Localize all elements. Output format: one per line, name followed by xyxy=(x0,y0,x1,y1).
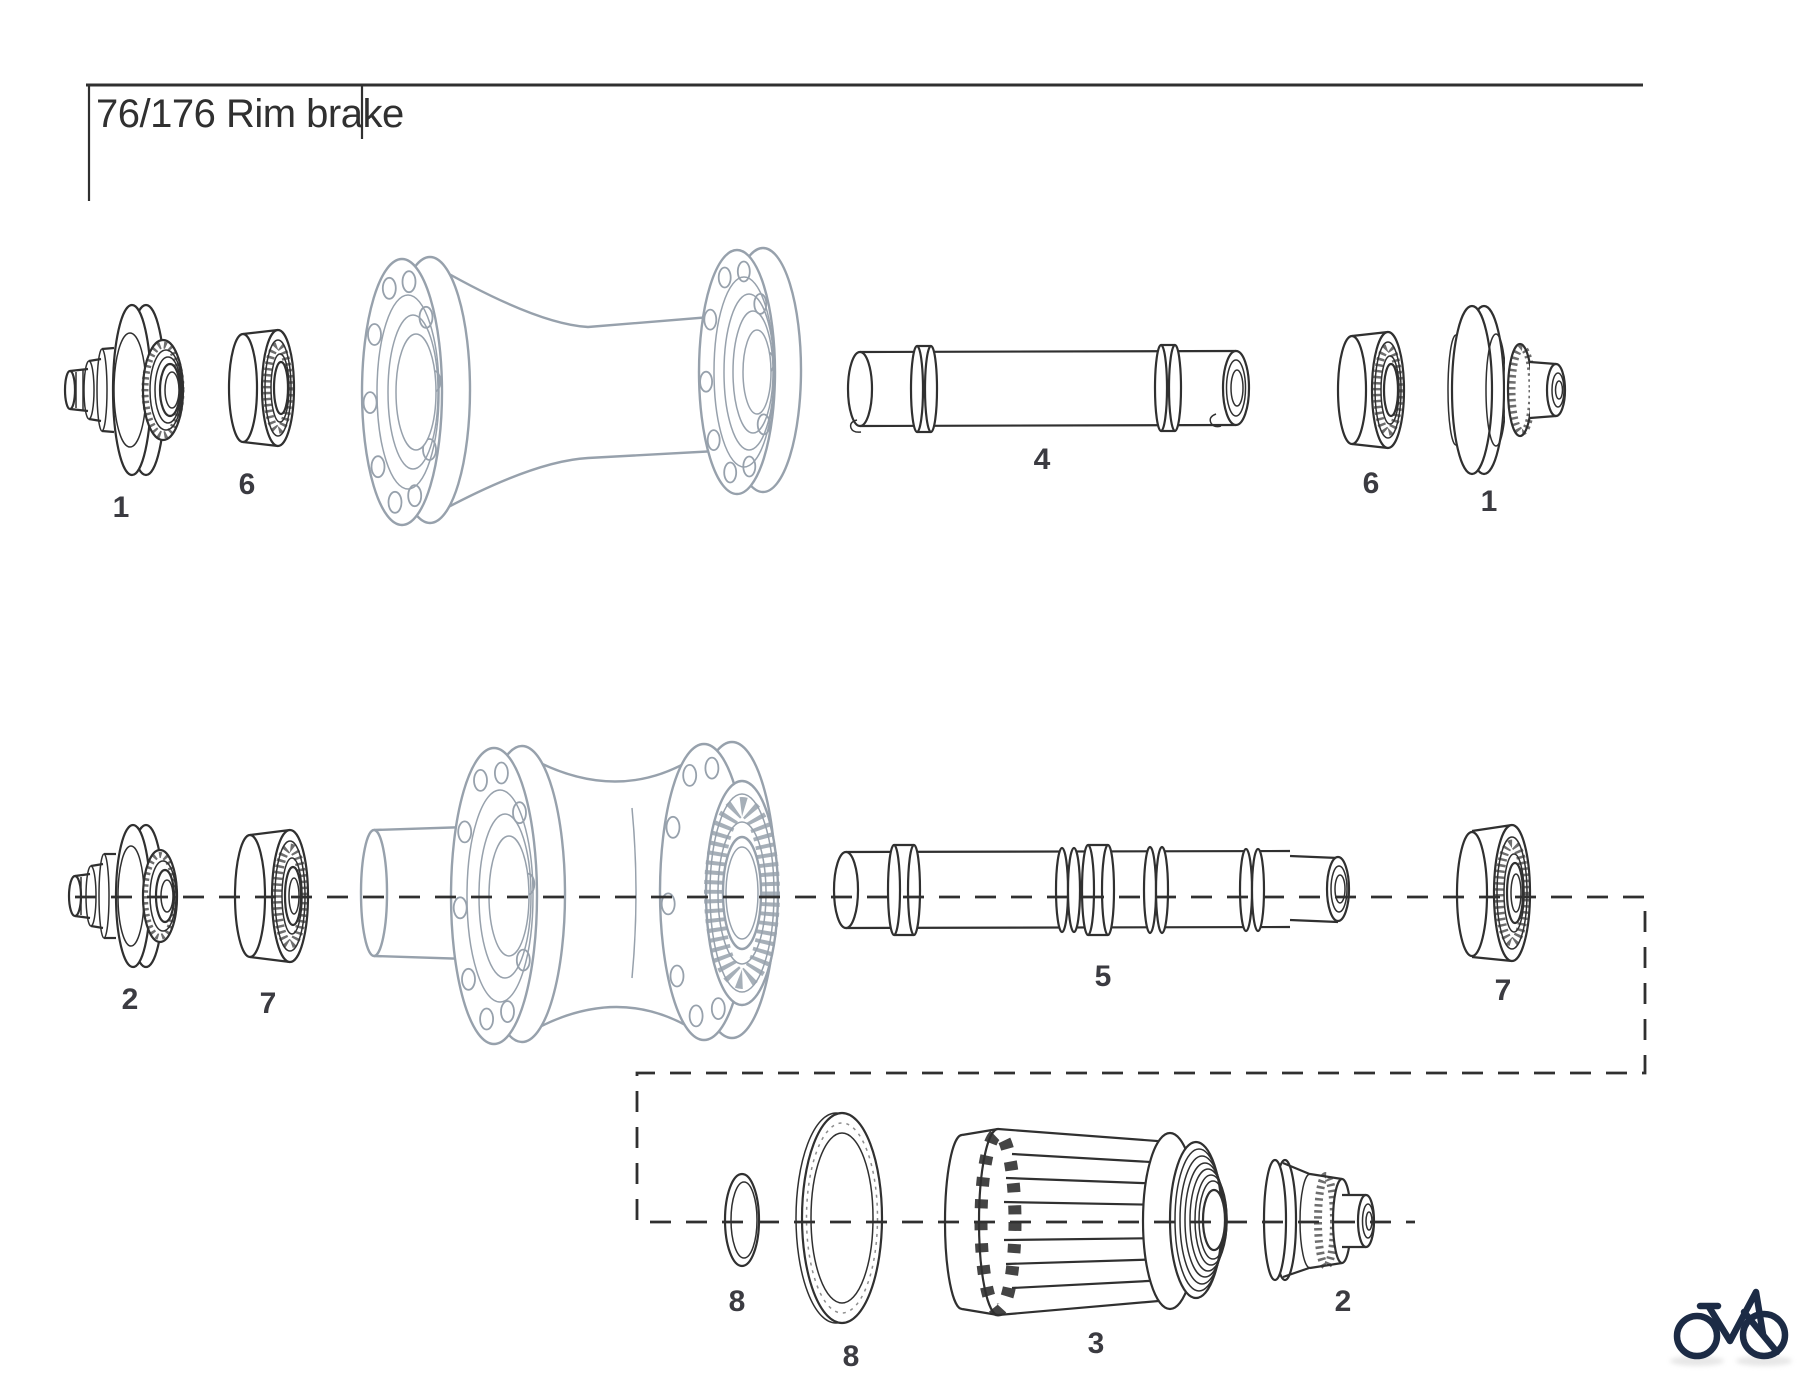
front-bearing-right xyxy=(1336,330,1406,450)
label-front-bearing-right: 6 xyxy=(1363,467,1380,500)
freehub-small-seal xyxy=(723,1172,761,1268)
ink-parts xyxy=(63,303,1567,1325)
title-block-rules xyxy=(86,83,1643,201)
centerlines xyxy=(75,895,1647,1224)
label-freehub-body: 3 xyxy=(1088,1327,1105,1360)
label-rear-bearing-right: 7 xyxy=(1495,974,1512,1007)
page-title: 76/176 Rim brake xyxy=(96,92,404,136)
front-axle xyxy=(846,343,1251,434)
label-small-seal: 8 xyxy=(729,1285,746,1318)
hub-shells xyxy=(359,246,803,1046)
rear-assembly-centerline xyxy=(75,895,1647,1224)
logo-rear-wheel xyxy=(1739,1310,1789,1360)
freehub-large-seal xyxy=(795,1111,884,1325)
label-front-axle: 4 xyxy=(1034,443,1051,476)
label-rear-end-cap-left: 2 xyxy=(122,983,139,1016)
logo-frame-leg xyxy=(1740,1308,1781,1356)
logo-frame xyxy=(1705,1288,1767,1345)
label-freehub-end-cap: 2 xyxy=(1335,1285,1352,1318)
front-hub-shell xyxy=(360,246,803,527)
freehub-end-cap xyxy=(1262,1158,1376,1282)
ratchet-ring xyxy=(704,779,780,1007)
label-large-seal: 8 xyxy=(843,1340,860,1373)
rear-bearing-right xyxy=(1455,823,1532,963)
rear-hub-shell xyxy=(359,740,780,1046)
label-front-end-cap-right: 1 xyxy=(1481,485,1498,518)
rear-axle xyxy=(832,843,1351,937)
bicycle-logo-icon xyxy=(1670,1288,1792,1366)
label-rear-axle: 5 xyxy=(1095,960,1112,993)
label-front-end-cap-left: 1 xyxy=(113,491,130,524)
label-front-bearing-left: 6 xyxy=(239,468,256,501)
label-rear-bearing-left: 7 xyxy=(260,987,277,1020)
front-bearing-left xyxy=(227,328,296,448)
front-end-cap-left xyxy=(63,303,185,477)
logo-front-wheel xyxy=(1673,1312,1721,1360)
front-end-cap-right xyxy=(1447,304,1567,476)
part-labels: 1 6 4 6 1 2 7 5 7 8 8 3 2 xyxy=(113,443,1512,1373)
